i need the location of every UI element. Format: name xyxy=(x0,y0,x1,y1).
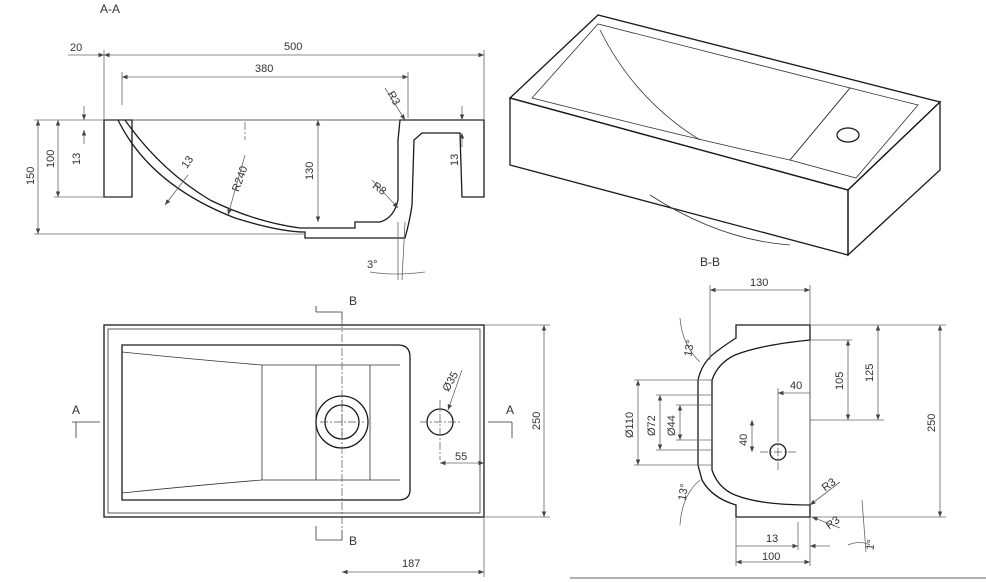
bb-r3-top-leader xyxy=(809,481,841,506)
iso-front-face xyxy=(509,97,849,256)
top-basin-curve-bottom xyxy=(121,479,400,494)
section-aa-title: A-A xyxy=(100,2,120,16)
section-bb-title: B-B xyxy=(700,255,720,269)
bb-ang13-top-arc xyxy=(679,317,701,363)
section-a-left-label: A xyxy=(72,403,80,417)
dim-13-right-label: 13 xyxy=(449,154,461,166)
bb-dim-125-label: 125 xyxy=(864,364,876,382)
isometric-view xyxy=(508,14,942,257)
bb-dim-130-label: 130 xyxy=(750,277,768,289)
bb-dim-40v-label: 40 xyxy=(738,434,750,446)
ang3-arc xyxy=(369,271,426,275)
iso-right-face xyxy=(847,100,941,257)
section-a-left-marker xyxy=(72,421,100,438)
dim-d35-leader xyxy=(447,369,463,411)
section-a-right-marker xyxy=(488,421,513,438)
dim-500-label: 500 xyxy=(284,41,302,53)
section-a-right-label: A xyxy=(506,403,514,417)
iso-basin-inner xyxy=(531,23,851,161)
section-b-top-label: B xyxy=(349,294,357,308)
section-bb-view: B-B 130 13° 40 105 125 250 Ø110 Ø72 Ø44 xyxy=(624,255,946,566)
section-aa-body xyxy=(103,119,485,239)
iso-basin-curve xyxy=(599,29,701,141)
top-outer xyxy=(103,324,485,518)
bb-dim-100-label: 100 xyxy=(762,551,780,563)
dim-55-label: 55 xyxy=(455,451,467,463)
bb-ang1-label: 1° xyxy=(864,539,878,551)
bb-dim-72-label: Ø72 xyxy=(646,415,658,436)
dim-13-left-label: 13 xyxy=(71,153,83,165)
bb-ang13-bottom-arc xyxy=(679,479,701,526)
dim-250-label: 250 xyxy=(531,412,543,430)
dim-r8-label: R8 xyxy=(370,180,388,198)
dim-r240-leader xyxy=(227,154,246,216)
bb-ang13-top-label: 13° xyxy=(682,339,697,357)
dim-13-angle-label: 13 xyxy=(179,154,196,171)
section-b-bottom-marker xyxy=(315,526,343,541)
dim-187-label: 187 xyxy=(402,558,420,570)
section-aa-view: A-A 20 500 380 R3 150 100 13 13 R240 xyxy=(25,2,485,281)
dim-380-label: 380 xyxy=(255,63,273,75)
top-basin xyxy=(121,344,411,501)
bb-dim-40h-label: 40 xyxy=(790,380,802,392)
top-view: A A B B Ø35 250 55 187 xyxy=(72,294,550,577)
dim-100-label: 100 xyxy=(45,150,57,168)
dim-13-angle-leader xyxy=(164,174,189,206)
iso-tap-hole xyxy=(836,127,860,143)
section-bb-body xyxy=(697,324,811,518)
bb-dim-44-label: Ø44 xyxy=(666,415,678,436)
ang3-ext-2 xyxy=(401,221,406,281)
dim-r240-label: R240 xyxy=(230,165,250,194)
bb-r3-bottom-leader xyxy=(811,516,841,529)
iso-bottom-bulge xyxy=(649,194,791,246)
top-outer-inner xyxy=(107,328,481,514)
top-basin-curve-top xyxy=(121,351,400,366)
bb-dim-13-label: 13 xyxy=(766,533,778,545)
dim-150-label: 150 xyxy=(25,167,37,185)
dim-r8-leader xyxy=(371,179,399,209)
section-b-top-marker xyxy=(315,306,343,320)
bb-ang1-ext xyxy=(861,499,867,553)
ang3-label: 3° xyxy=(367,259,378,271)
dim-130-label: 130 xyxy=(304,162,316,180)
bb-ang1-arc xyxy=(847,542,871,546)
section-b-bottom-label: B xyxy=(349,534,357,548)
dim-r3-leader xyxy=(384,87,406,121)
bb-dim-105-label: 105 xyxy=(834,372,846,390)
iso-shelf xyxy=(789,87,919,179)
dim-20-label: 20 xyxy=(70,42,82,54)
bb-dim-250-label: 250 xyxy=(926,414,938,432)
bb-ang13-bottom-label: 13° xyxy=(676,483,691,501)
bb-dim-110-label: Ø110 xyxy=(624,412,636,438)
